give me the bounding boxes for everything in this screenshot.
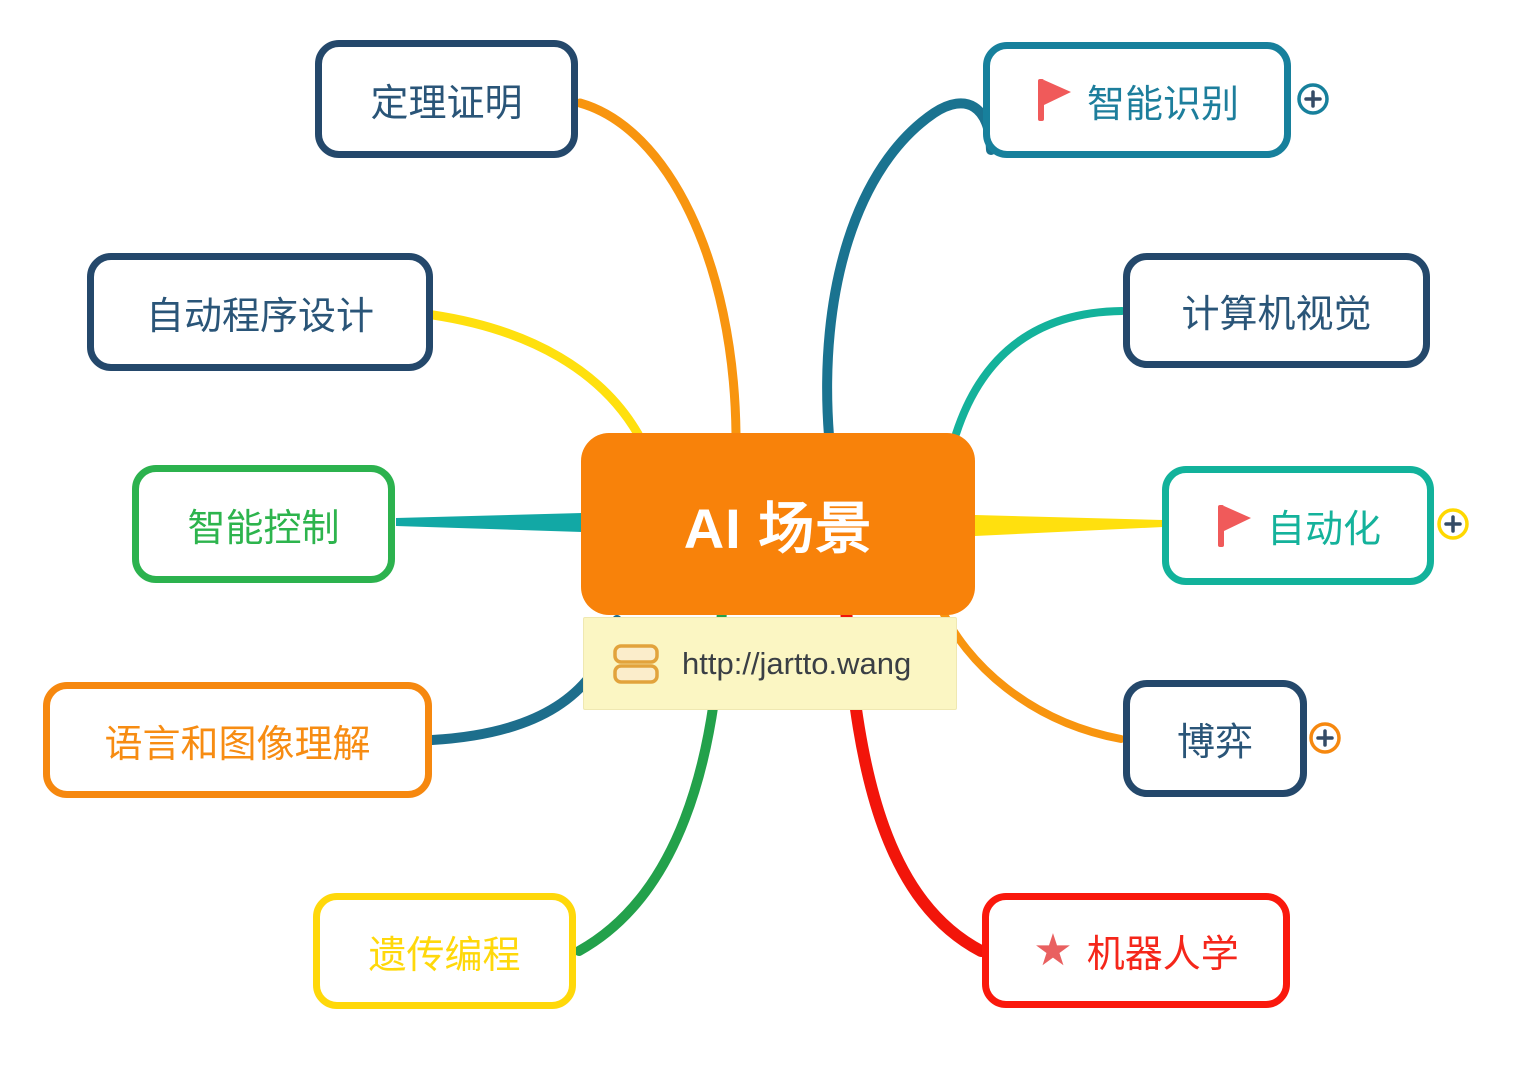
topic-label: 语言和图像理解 <box>104 723 371 766</box>
connector-intelligent-control <box>396 513 582 532</box>
notes-icon-top <box>613 643 659 664</box>
expand-button-game-playing[interactable] <box>1308 721 1342 755</box>
topic-label: 博弈 <box>1176 722 1253 764</box>
notes-icon <box>613 643 659 684</box>
connector-theorem-proving <box>575 98 741 439</box>
topic-label: 遗传编程 <box>368 934 521 977</box>
central-topic-label: AI 场景 <box>683 496 873 560</box>
topic-intelligent-control[interactable]: 智能控制 <box>132 465 395 583</box>
topic-intelligent-recognition[interactable]: 智能识别 <box>983 42 1291 158</box>
connector-intelligent-recognition <box>822 98 996 441</box>
flag-icon <box>1217 504 1251 547</box>
topic-label: 定理证明 <box>370 82 523 125</box>
topic-label: 自动程序设计 <box>145 295 374 338</box>
central-topic[interactable]: AI 场景 <box>581 433 975 615</box>
topic-automation[interactable]: 自动化 <box>1162 466 1434 585</box>
topic-label: 自动化 <box>1266 509 1381 551</box>
connector-auto-programming <box>428 310 643 439</box>
topic-robotics[interactable]: ★ 机器人学 <box>982 893 1290 1008</box>
note-url-box[interactable]: http://jartto.wang <box>583 617 957 710</box>
topic-game-playing[interactable]: 博弈 <box>1123 680 1307 797</box>
notes-icon-bottom <box>613 663 659 684</box>
topic-genetic-programming[interactable]: 遗传编程 <box>313 893 576 1009</box>
topic-label: 计算机视觉 <box>1181 294 1372 336</box>
connector-automation <box>975 515 1163 536</box>
star-icon: ★ <box>1033 924 1073 976</box>
topic-computer-vision[interactable]: 计算机视觉 <box>1123 253 1430 368</box>
flag-icon <box>1037 79 1071 121</box>
topic-label: 智能控制 <box>187 507 340 550</box>
topic-auto-programming[interactable]: 自动程序设计 <box>87 253 433 371</box>
topic-label: 智能识别 <box>1086 83 1239 126</box>
topic-label: 机器人学 <box>1086 934 1239 976</box>
expand-button-intelligent-recognition[interactable] <box>1296 82 1330 116</box>
connector-game-playing <box>936 602 1125 743</box>
connector-computer-vision <box>952 307 1126 438</box>
plus-icon <box>1316 729 1334 747</box>
note-url-text: http://jartto.wang <box>682 645 912 681</box>
topic-theorem-proving[interactable]: 定理证明 <box>315 40 578 158</box>
plus-icon <box>1304 90 1322 108</box>
topic-language-image-understanding[interactable]: 语言和图像理解 <box>43 682 432 798</box>
plus-icon <box>1444 515 1462 533</box>
expand-button-automation[interactable] <box>1436 507 1470 541</box>
